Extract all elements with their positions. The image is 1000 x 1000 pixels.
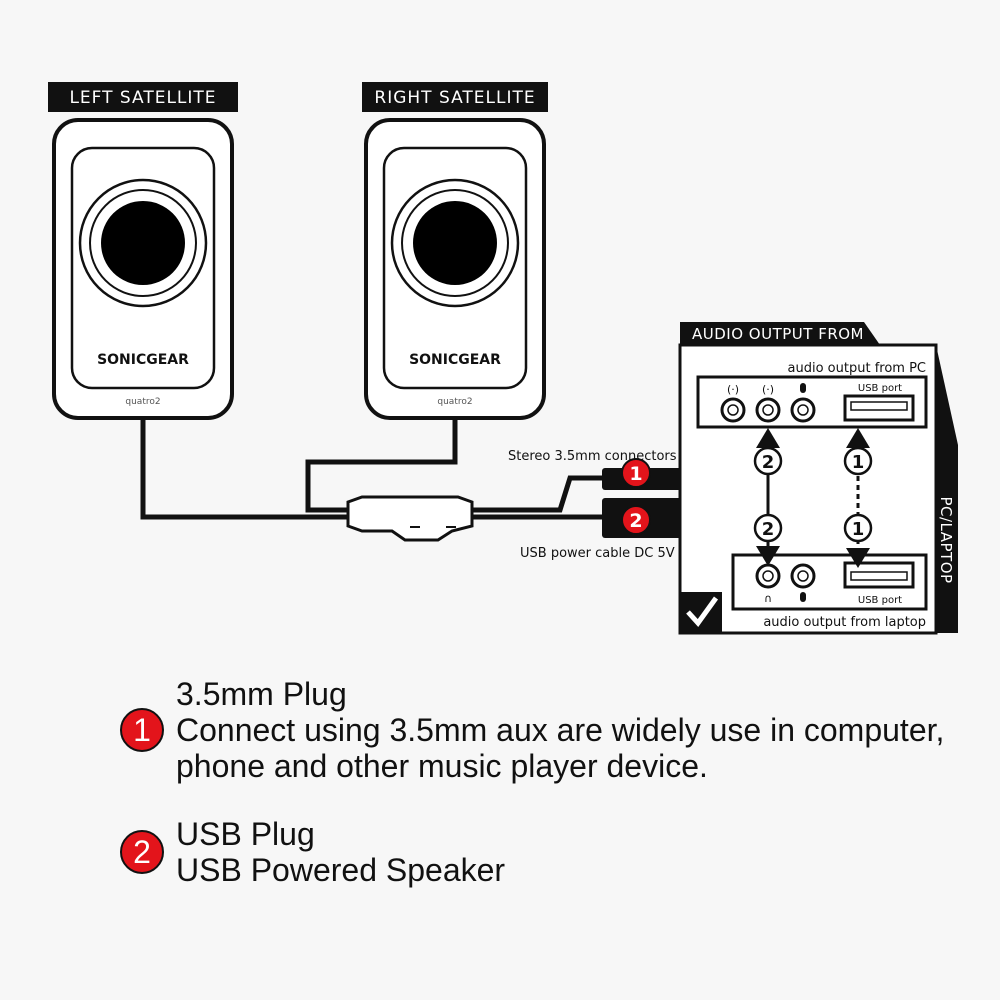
pc-mic-jack-inner xyxy=(797,404,809,416)
legend-item-2: 2 USB Plug USB Powered Speaker xyxy=(120,816,980,888)
pc-audio-jack-2-inner xyxy=(762,404,774,416)
plug-marker-2: 2 xyxy=(621,505,651,535)
panel-header: AUDIO OUTPUT FROM xyxy=(692,325,864,343)
plug-marker-1: 1 xyxy=(621,458,651,488)
stereo-cable xyxy=(470,475,604,513)
left-speaker-face xyxy=(70,146,216,390)
right-speaker-cable xyxy=(305,418,458,513)
laptop-mic-jack xyxy=(790,563,816,589)
left-speaker-label-bg xyxy=(48,82,238,112)
legend-marker-1: 1 xyxy=(120,708,164,752)
left-speaker-brand: SONICGEAR xyxy=(97,352,189,368)
headphone-icon: (·) xyxy=(762,383,774,396)
audio-output-panel: AUDIO OUTPUT FROM PC/LAPTOP audio output… xyxy=(678,322,958,635)
speaker-cables xyxy=(140,418,604,520)
arrow-up-icon xyxy=(846,428,870,448)
left-speaker-ring-inner xyxy=(89,189,197,297)
panel-header-tab xyxy=(680,322,880,345)
headphone-icon: (·) xyxy=(727,383,739,396)
pc-output-label: audio output from PC xyxy=(788,361,926,376)
legend-desc-2: USB Powered Speaker xyxy=(176,852,506,888)
left-speaker-label: LEFT SATELLITE xyxy=(69,88,216,108)
left-speaker-ring-outer xyxy=(78,178,208,308)
right-speaker-ring-outer xyxy=(390,178,520,308)
plug-marker-1-circle xyxy=(621,458,651,488)
left-speaker-driver xyxy=(101,201,185,285)
laptop-output-label: audio output from laptop xyxy=(763,615,926,630)
microphone-icon xyxy=(800,592,806,602)
inline-control-pod xyxy=(346,495,474,542)
laptop-usb-port-slot xyxy=(850,571,908,581)
plug-marker-2-circle xyxy=(621,505,651,535)
laptop-audio-jack xyxy=(755,563,781,589)
arrow-down-icon xyxy=(846,548,870,568)
legend-title-1: 3.5mm Plug xyxy=(176,676,347,712)
laptop-usb-port-label: USB port xyxy=(858,595,902,606)
legend: 1 3.5mm Plug Connect using 3.5mm aux are… xyxy=(120,676,980,784)
step-2-circle-laptop xyxy=(753,513,783,543)
check-mark-icon xyxy=(686,596,719,627)
control-pod-body xyxy=(346,495,474,542)
left-speaker: LEFT SATELLITE SONICGEAR quatro2 xyxy=(48,82,238,420)
pc-audio-jack-1 xyxy=(720,397,746,423)
pc-mic-jack xyxy=(790,397,816,423)
legend-marker-2: 2 xyxy=(120,830,164,874)
pc-audio-jack-2 xyxy=(755,397,781,423)
laptop-audio-jack-inner xyxy=(762,570,774,582)
right-speaker-brand: SONICGEAR xyxy=(409,352,501,368)
headphone-icon: ∩ xyxy=(764,592,772,605)
legend-second: 2 USB Plug USB Powered Speaker xyxy=(120,816,980,888)
left-speaker-model: quatro2 xyxy=(125,397,160,407)
right-speaker-label-bg xyxy=(362,82,548,112)
plug-marker-1-num: 1 xyxy=(629,463,642,485)
step-1-num-laptop: 1 xyxy=(852,519,865,540)
microphone-icon xyxy=(800,383,806,393)
panel-side-label: PC/LAPTOP xyxy=(937,496,955,583)
pc-usb-port-slot xyxy=(850,401,908,411)
right-speaker-ring-inner xyxy=(401,189,509,297)
right-speaker-model: quatro2 xyxy=(437,397,472,407)
legend-item-1: 1 3.5mm Plug Connect using 3.5mm aux are… xyxy=(120,676,980,784)
right-speaker-label: RIGHT SATELLITE xyxy=(374,88,535,108)
stereo-connector-label: Stereo 3.5mm connectors xyxy=(508,449,677,464)
step-1-circle-laptop xyxy=(843,513,873,543)
right-speaker-driver xyxy=(413,201,497,285)
pc-usb-port-label: USB port xyxy=(858,383,902,394)
step-2-num-pc: 2 xyxy=(762,452,775,473)
step-2-num-laptop: 2 xyxy=(762,519,775,540)
laptop-mic-jack-inner xyxy=(797,570,809,582)
step-1-num-pc: 1 xyxy=(852,452,865,473)
arrow-down-icon xyxy=(756,546,780,566)
legend-desc-1: Connect using 3.5mm aux are widely use i… xyxy=(176,712,945,784)
arrow-up-icon xyxy=(756,428,780,448)
step-1-circle-pc xyxy=(843,446,873,476)
step-2-circle-pc xyxy=(753,446,783,476)
right-speaker-face xyxy=(382,146,528,390)
usb-cable-label: USB power cable DC 5V xyxy=(520,546,675,561)
legend-title-2: USB Plug xyxy=(176,816,315,852)
pc-audio-jack-1-inner xyxy=(727,404,739,416)
right-speaker: RIGHT SATELLITE SONICGEAR quatro2 xyxy=(362,82,548,420)
plug-marker-2-num: 2 xyxy=(629,510,642,532)
left-speaker-cable xyxy=(140,418,348,520)
